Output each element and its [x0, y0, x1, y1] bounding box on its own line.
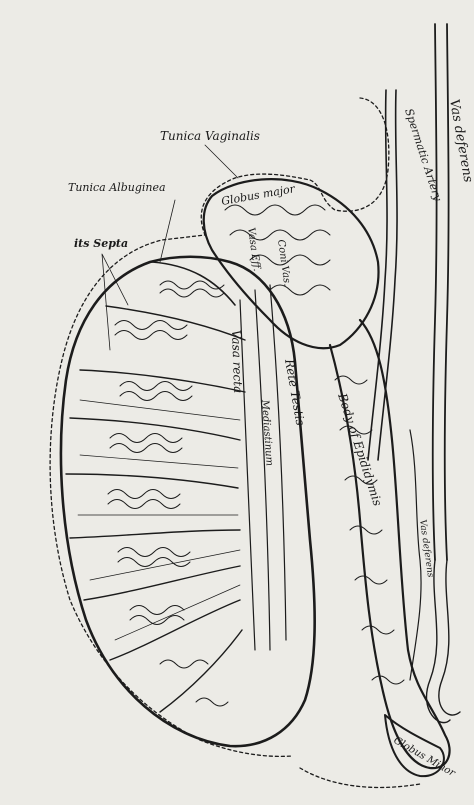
label-tunica-albuginea: Tunica Albuginea — [68, 181, 166, 194]
label-tunica-vaginalis: Tunica Vaginalis — [160, 129, 260, 143]
label-vasa-recta: Vasa recta — [229, 330, 245, 394]
label-its-septa: its Septa — [74, 237, 128, 250]
